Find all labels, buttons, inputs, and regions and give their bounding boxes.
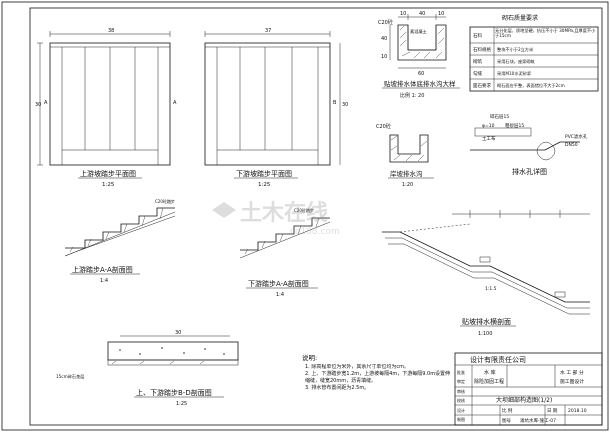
trench-title: 岸坡排水沟: [390, 169, 423, 178]
slope-section-title: 贴坡排水横剖面: [462, 317, 511, 326]
title-role: 审核: [457, 388, 465, 394]
section-bd-dim: 30: [175, 330, 181, 336]
title-role: 校核: [457, 397, 465, 403]
title-date-label: 日 期: [547, 408, 558, 414]
trench-scale: 1:20: [402, 182, 413, 188]
rock-row-value: 采用M10水泥砂浆: [497, 70, 532, 77]
slope-drain-section: 1:1.5 贴坡排水横剖面 1:100: [382, 210, 590, 337]
ditch-material: C20砼: [378, 19, 393, 26]
title-no-label: 图号: [502, 418, 511, 424]
ditch-dim-side-b: 10: [381, 54, 387, 60]
ditch-dim-top-c: 10: [438, 11, 444, 17]
title-drawing-no: 滩坑水库-施工-07: [520, 417, 556, 424]
section-aa-lower-title: 下游踏步A-A剖面图: [248, 279, 309, 288]
title-company: 设计有限责任公司: [470, 355, 526, 364]
title-scale-label: 比 例: [502, 407, 513, 414]
upper-step-plan: 38 30 A A 上游坡踏步平面图 1:25: [35, 28, 177, 188]
drain-pipe-size: DN50: [565, 142, 578, 148]
rock-row-value: 砌石面应平整，表面错位不大于2cm: [497, 82, 565, 89]
notes: 说明: 1. 除高程单位为米外，其余尺寸单位均为cm。 2. 上、下游踏步宽1.…: [302, 353, 451, 391]
ditch-detail: 10 40 10 40 10 60 C20砼 素混凝土 贴坡排水体底排水沟大样 …: [378, 11, 460, 99]
section-bd-title: 上、下游踏步B-D剖面图: [136, 388, 212, 397]
upper-plan-label-left: A: [44, 100, 48, 106]
watermark-cn: 土木在线: [240, 200, 328, 226]
drain-hole-title: 排水孔详图: [512, 167, 547, 176]
section-bd-scale: 1:25: [176, 401, 187, 407]
rock-row-value: 采用石块，座浆砌筑: [497, 58, 536, 65]
inner-frame: [29, 7, 603, 426]
watermark: 土木在线 co188.com: [212, 200, 340, 237]
rock-row-value: 整块不小于2立方米: [497, 46, 534, 53]
lower-plan-dim-top: 37: [265, 28, 271, 34]
rock-row-key: 石料规格: [473, 46, 491, 53]
ditch-dim-side-a: 40: [381, 36, 387, 42]
upper-plan-label-right: A: [173, 100, 177, 106]
upper-plan-dim-top: 38: [108, 28, 114, 34]
section-bd-note: 15cm碎石垫层: [56, 373, 84, 380]
lower-plan-label-right: B: [333, 100, 337, 106]
section-aa-lower-note: C20砼踏步: [294, 207, 314, 213]
notes-item: 1. 除高程单位为米外，其余尺寸单位均为cm。: [305, 364, 409, 370]
section-aa-lower: C20砼踏步 下游踏步A-A剖面图 1:4: [239, 207, 331, 298]
rock-quality-table: 砌石质量要求 石料 石料规格 砌筑 勾缝 面石要求 无分化层、质地坚硬，抗压不小…: [469, 14, 599, 92]
rock-row-key: 砌筑: [473, 58, 482, 65]
notes-title: 说明:: [302, 353, 317, 362]
title-block: 设计有限责任公司 水 库 除险加固工程 水 工 部 分 施工图设计 大坝细部构造…: [454, 352, 603, 426]
section-aa-upper-title: 上游踏步A-A剖面图: [72, 265, 133, 274]
section-aa-upper-note: C20砼踏步: [155, 198, 175, 204]
ditch-dim-bottom: 60: [418, 71, 424, 77]
watermark-en: co188.com: [290, 227, 340, 237]
title-stage-b: 施工图设计: [560, 378, 584, 385]
notes-item: 3. 排水管布置间距为2.5m。: [305, 385, 370, 391]
lower-step-plan: 37 30 B 下游坡踏步平面图 1:25: [204, 28, 348, 188]
slope-trench: C20砼 岸坡排水沟 1:20: [376, 123, 434, 188]
title-date: 2018.10: [568, 408, 587, 414]
slope-section-dim: 1:1.5: [485, 286, 497, 292]
lower-plan-dim-side: 30: [342, 102, 348, 108]
upper-plan-dim-side: 30: [35, 102, 41, 108]
trench-material: C20砼: [376, 123, 391, 130]
ditch-dim-top-b: 40: [419, 11, 425, 17]
title-project-b: 除险加固工程: [474, 378, 504, 385]
ditch-detail-scale: 比例 1: 20: [400, 92, 424, 99]
notes-item: 2. 上、下游踏步宽1.2m，上游坡每隔4m，下游每隔9.0m设置伸缩缝，缝宽2…: [305, 371, 451, 384]
drain-note: 碎石层15: [490, 113, 509, 120]
rock-row-value: 无分化层、质地坚硬，抗压不小于 30MPa,且厚度不小于15cm: [495, 28, 596, 38]
ditch-detail-title: 贴坡排水体底排水沟大样: [384, 79, 456, 88]
rock-row-key: 面石要求: [473, 82, 491, 89]
title-project-a: 水 库: [484, 369, 496, 376]
ditch-material-fill: 素混凝土: [410, 28, 427, 35]
drain-note: φ=10: [482, 123, 495, 129]
title-role: 设计: [457, 407, 465, 413]
rock-row-key: 石料: [473, 32, 482, 39]
section-aa-upper: C20砼踏步 上游踏步A-A剖面图 1:4: [64, 198, 176, 284]
drain-pipe-label: PVC滤水孔: [565, 133, 588, 140]
lower-plan-scale: 1:25: [258, 182, 271, 188]
upper-plan-title: 上游坡踏步平面图: [80, 169, 136, 178]
section-aa-lower-scale: 1:4: [276, 292, 284, 298]
rock-table-title: 砌石质量要求: [502, 14, 538, 22]
rock-row-key: 勾缝: [473, 70, 482, 77]
section-bd: 30 15cm碎石垫层 上、下游踏步B-D剖面图 1:25: [56, 330, 239, 407]
drain-note: 土工布: [482, 135, 496, 142]
lower-plan-title: 下游坡踏步平面图: [236, 169, 292, 178]
title-role: 审定: [457, 378, 465, 384]
drain-note: 粗砂层15: [505, 122, 524, 129]
title-drawing-title: 大坝细部构造图(1/2): [496, 396, 552, 404]
title-role: 制图: [457, 416, 465, 422]
ditch-dim-top-a: 10: [400, 11, 406, 17]
slope-section-scale: 1:100: [478, 331, 492, 337]
title-role: 批准: [457, 369, 465, 375]
drain-hole-detail: 碎石层15 φ=10 粗砂层15 土工布 PVC滤水孔 DN50 排水孔详图: [470, 113, 588, 176]
section-aa-upper-scale: 1:4: [100, 278, 108, 284]
upper-plan-scale: 1:25: [102, 182, 115, 188]
title-stage-a: 水 工 部 分: [560, 369, 584, 376]
